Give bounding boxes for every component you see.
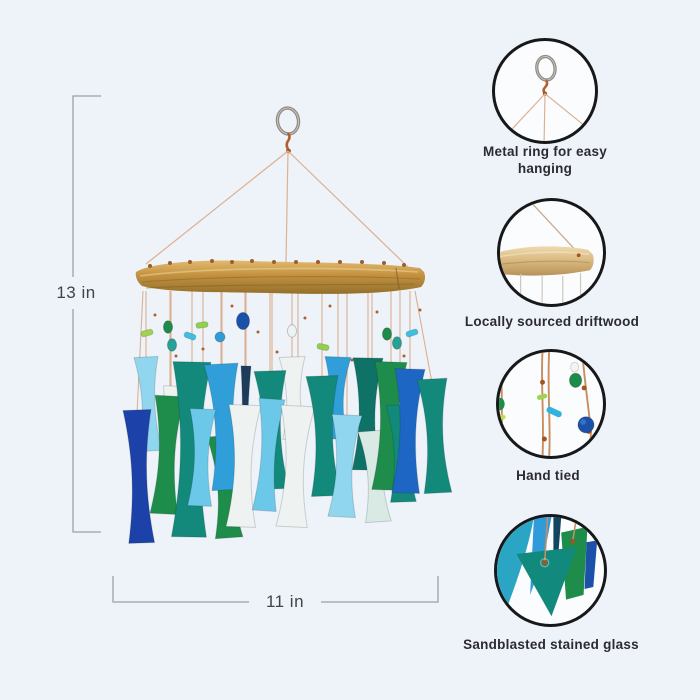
- glass-beads: [140, 312, 419, 352]
- callout-caption-stained-glass: Sandblasted stained glass: [463, 637, 639, 652]
- callout-circle-stained-glass: [494, 514, 607, 627]
- hand-tied-icon: [499, 352, 595, 456]
- callout-circle-hand-tied: [496, 349, 606, 459]
- width-dimension-label: 11 in: [249, 591, 321, 613]
- stained-glass-icon: [497, 517, 598, 617]
- driftwood-icon: [500, 201, 594, 304]
- callout-caption-metal-ring: Metal ring for easy hanging: [482, 144, 608, 176]
- callout-circle-metal-ring: [492, 38, 598, 144]
- glass-pieces: [122, 355, 453, 544]
- callout-caption-driftwood: Locally sourced driftwood: [464, 314, 640, 329]
- metal-ring: [275, 106, 301, 154]
- height-dimension-line: [72, 95, 101, 533]
- suspension-strings: [145, 150, 410, 269]
- height-dimension-label: 13 in: [40, 282, 112, 304]
- callout-caption-hand-tied: Hand tied: [516, 468, 580, 483]
- callout-circle-driftwood: [497, 198, 606, 307]
- metal-ring-icon: [507, 54, 589, 141]
- width-dimension-line: [112, 576, 439, 603]
- driftwood-bar: [135, 259, 425, 294]
